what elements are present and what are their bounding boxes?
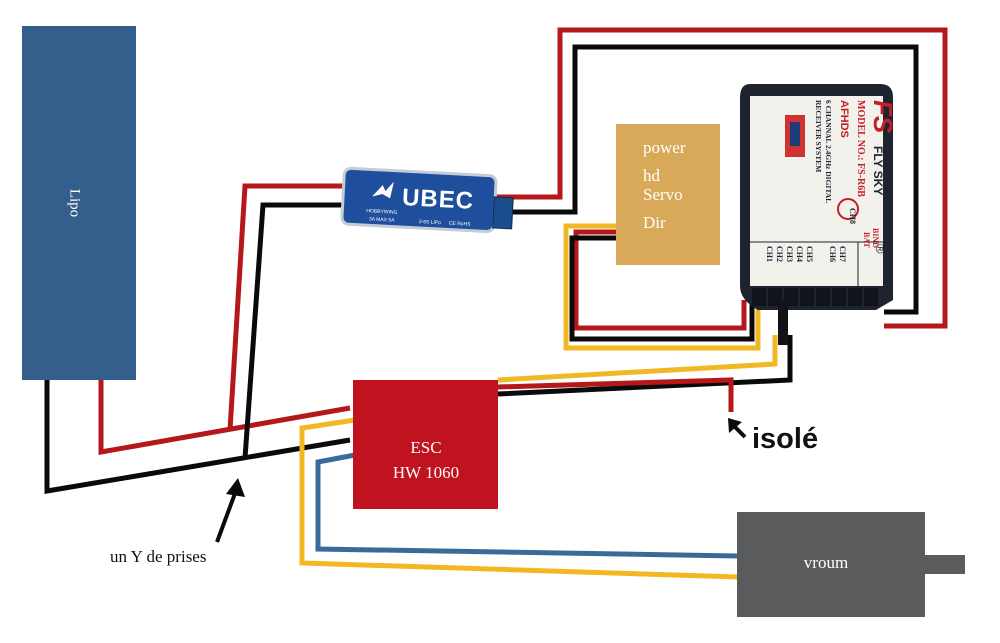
ubec-brand: HOBBYWING: [366, 208, 397, 216]
receiver-sticker-blue: [790, 122, 800, 146]
motor-yellow-wire: [299, 417, 739, 580]
receiver-pin-header: [752, 288, 878, 306]
servo-positive-wire: [573, 229, 747, 331]
servo-label-dir: Dir: [643, 213, 666, 232]
servo-negative-wire: [569, 235, 755, 342]
receiver-antenna: [778, 300, 788, 345]
receiver-crest-icon: [837, 198, 859, 220]
ubec-logo-text: UBEC: [401, 184, 474, 215]
receiver-desc-line1: 6 CHANNAL 2.4GHz DIGITAL: [824, 100, 833, 203]
battery-negative-wire: [44, 380, 351, 494]
receiver-name: AFHDS: [838, 100, 850, 138]
receiver-desc-line2: RECEIVER SYSTEM: [814, 100, 823, 172]
ubec-module: UBEC HOBBYWING 3A MAX 5A 2-6S LiPo CE Ro…: [340, 166, 514, 234]
servo-label-power: power: [643, 138, 686, 157]
motor-body: [737, 512, 925, 617]
battery-label: Lipo: [67, 189, 83, 217]
esc-label-line2: HW 1060: [393, 463, 459, 482]
servo-box: [616, 124, 720, 265]
receiver-ch7: CH7: [838, 246, 847, 262]
servo-signal-wire: [563, 223, 761, 351]
ubec-cert: CE RoHS: [449, 221, 472, 228]
esc-label-line1: ESC: [410, 438, 441, 457]
receiver-channel-strip: [750, 242, 883, 286]
receiver-ch6: CH6: [828, 246, 837, 262]
receiver-logo: FS: [868, 100, 898, 134]
receiver-registered: ®: [873, 244, 888, 254]
servo-label-hd: hd: [643, 166, 661, 185]
motor-label: vroum: [804, 553, 848, 572]
eagle-logo-icon: [372, 181, 394, 199]
y-connector-label: un Y de prises: [110, 547, 206, 566]
isolated-arrow-icon: [728, 418, 747, 439]
receiver-ch3: CH3: [785, 246, 794, 262]
battery-positive-wire: [98, 380, 351, 455]
esc-positive-wire-isolated: [497, 377, 734, 412]
y-connector-arrow-icon: [215, 478, 245, 543]
receiver-label: [750, 96, 883, 242]
receiver-text-block: FS FLY SKY ® MODEL NO.: FS-R6B AFHDS 6 C…: [814, 100, 898, 254]
receiver-ch1: CH1: [765, 246, 774, 262]
esc-signal-wire: [497, 335, 778, 383]
receiver-model: MODEL NO.: FS-R6B: [855, 100, 866, 197]
receiver-bat-label: BAT: [862, 232, 871, 249]
esc-box: [353, 380, 498, 509]
receiver-ch8: CH8: [848, 208, 857, 224]
ubec-output-negative-wire: [510, 44, 919, 315]
ubec-cells: 2-6S LiPo: [419, 219, 441, 226]
ubec-output-connector: [492, 196, 514, 230]
receiver-brand: FLY SKY: [871, 146, 885, 195]
flysky-receiver: FS FLY SKY ® MODEL NO.: FS-R6B AFHDS 6 C…: [740, 84, 898, 345]
isolated-label: isolé: [752, 423, 818, 455]
servo-label-servo: Servo: [643, 185, 683, 204]
ubec-spec: 3A MAX 5A: [369, 216, 396, 223]
receiver-ch4: CH4: [795, 246, 804, 262]
receiver-bind-label: BIND: [871, 228, 880, 248]
esc-negative-wire: [497, 335, 793, 397]
motor-blue-wire: [315, 452, 739, 559]
receiver-ch5: CH5: [805, 246, 814, 262]
motor-shaft: [925, 555, 965, 574]
ubec-input-negative-wire: [242, 202, 345, 459]
receiver-ch2: CH2: [775, 246, 784, 262]
ubec-output-positive-wire: [495, 27, 948, 329]
lipo-battery: [22, 26, 136, 380]
ubec-input-positive-wire: [227, 183, 345, 431]
